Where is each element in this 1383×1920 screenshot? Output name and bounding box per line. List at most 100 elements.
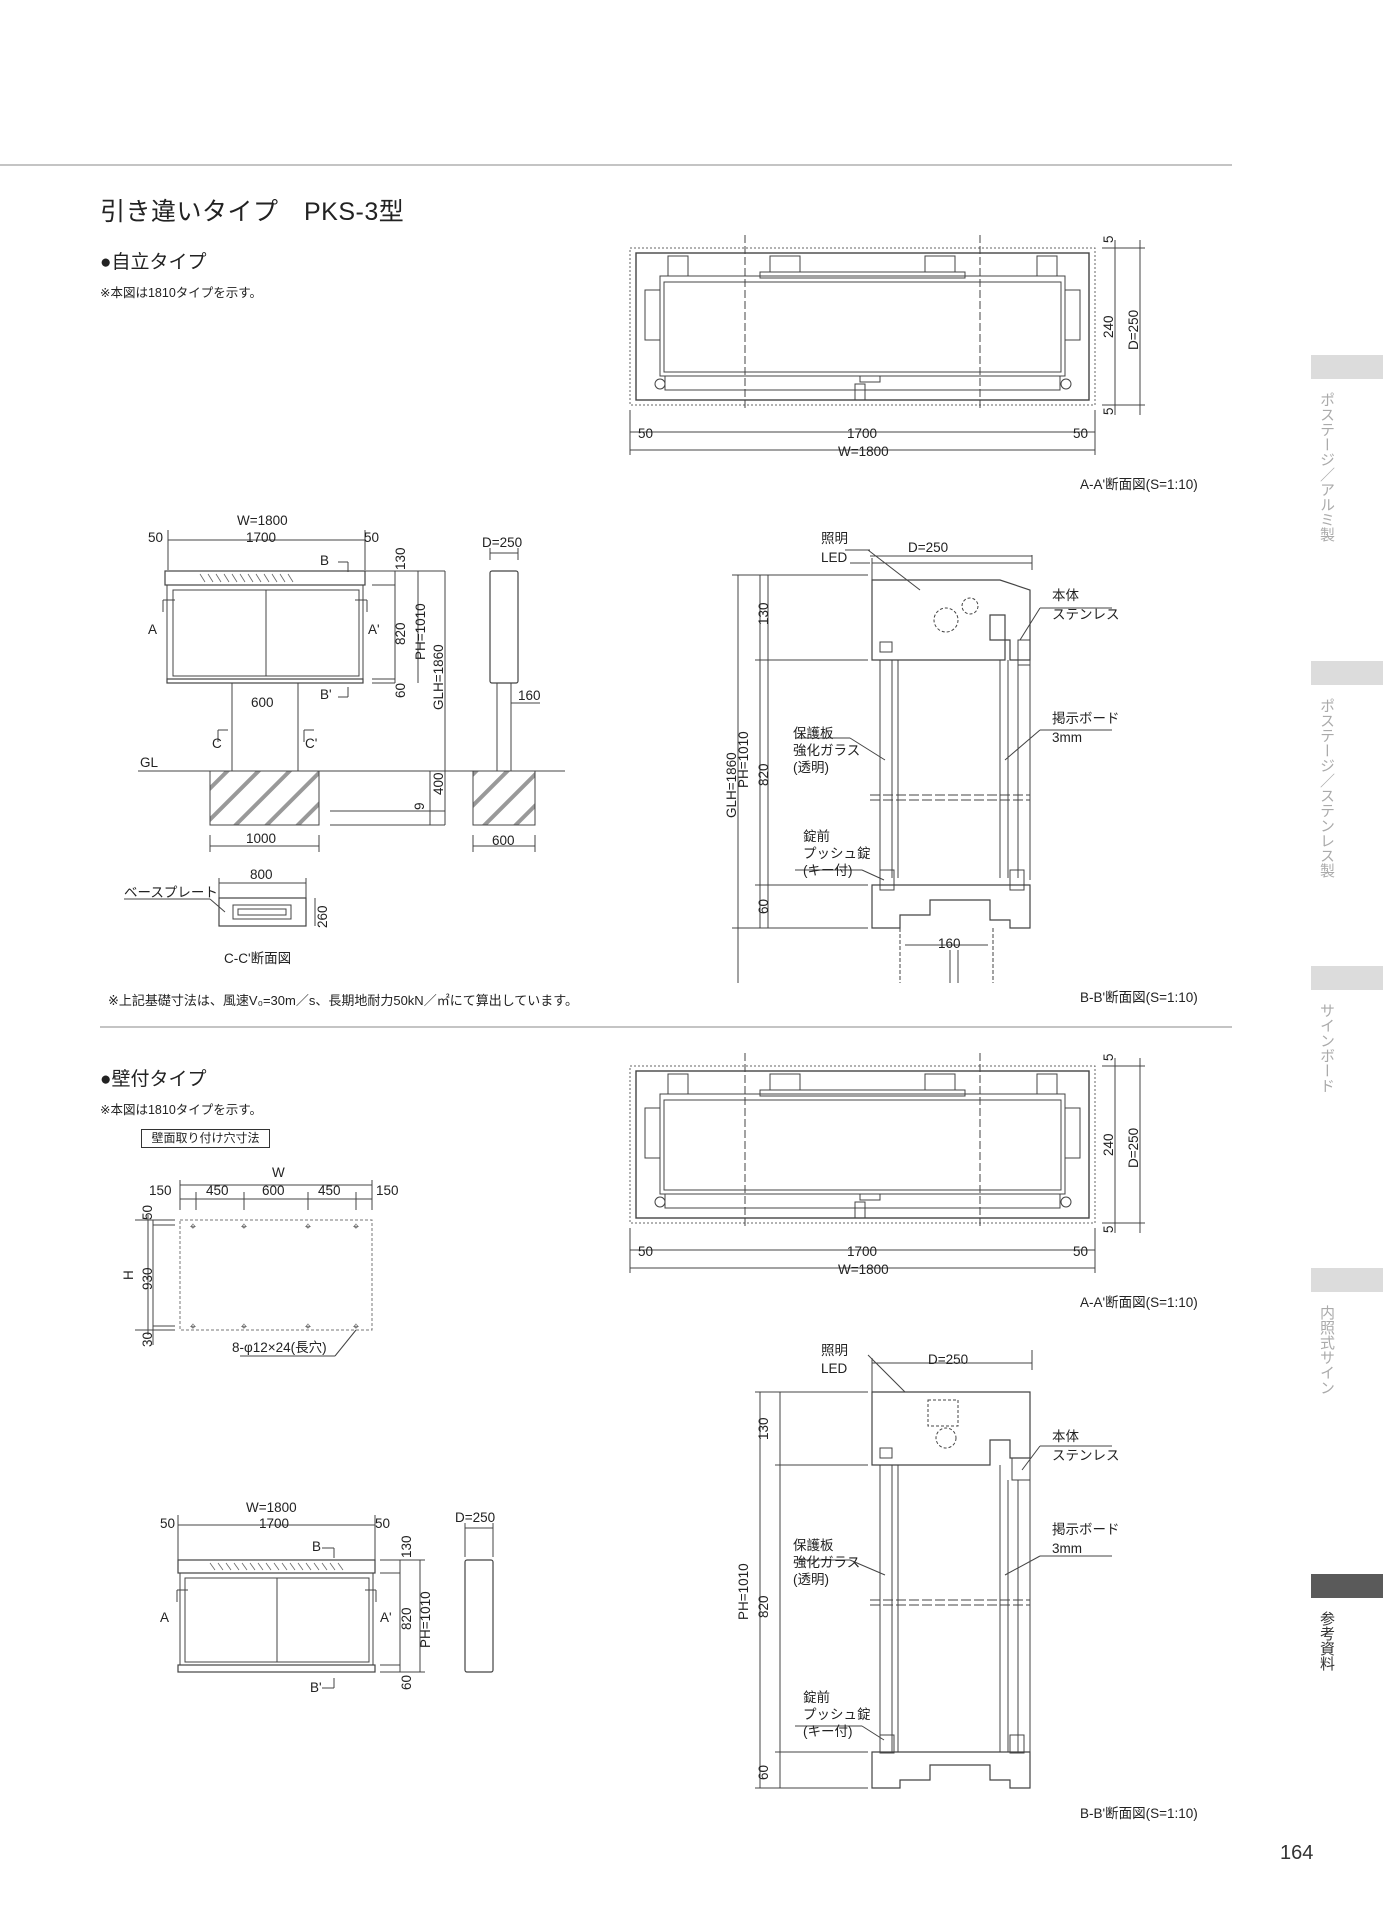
section-freestanding-heading: ●自立タイプ (100, 252, 207, 273)
holes-dim-w: W (272, 1165, 285, 1180)
holes-dim-c4: 450 (318, 1183, 341, 1198)
elev-dim-depth2: 9 (412, 802, 427, 810)
elev-dim-post: 600 (251, 695, 274, 710)
plan-dim-d: D=250 (1126, 310, 1141, 350)
holes-dim-c5: 150 (376, 1183, 399, 1198)
bb2-label-lock-2: プッシュ錠 (803, 1707, 871, 1722)
plan-dim-top: 5 (1101, 235, 1116, 243)
elev-dim-depth: 400 (431, 772, 446, 795)
wall-dim-w: W=1800 (246, 1500, 297, 1515)
plan2-dim-total: W=1800 (838, 1262, 889, 1277)
side-dim-foundation: 600 (492, 833, 515, 848)
side-tab-stainless-label[interactable]: ポステージ／ステンレス製 (1318, 698, 1335, 878)
plan-dim-right: 50 (1073, 426, 1088, 441)
holes-dim-r3: 30 (140, 1332, 155, 1347)
wall-dim-left: 50 (160, 1516, 175, 1531)
bb-label-light-1: 照明 (821, 531, 848, 546)
side-tab-signboard-label[interactable]: サインボード (1318, 1003, 1335, 1093)
elev-dim-ph: PH=1010 (413, 603, 428, 660)
hole-mark-5: ⌖ (190, 1321, 196, 1333)
bb2-label-light-1: 照明 (821, 1343, 848, 1358)
elev-mark-a2: A' (368, 622, 380, 637)
wall-dim-ph: PH=1010 (418, 1591, 433, 1648)
bb2-label-body-1: 本体 (1052, 1429, 1080, 1444)
plan-caption: A-A'断面図(S=1:10) (1080, 477, 1198, 492)
wall-mark-b2: B' (310, 1680, 322, 1695)
wall-dim-mid: 1700 (259, 1516, 289, 1531)
plan2-dim-left: 50 (638, 1244, 653, 1259)
plan2-dim-depth: 240 (1101, 1133, 1116, 1156)
hole-mark-8: ⌖ (353, 1321, 359, 1333)
elev-dim-bottom: 60 (393, 683, 408, 698)
wall-mark-a: A (160, 1610, 169, 1625)
side-tab-reference[interactable] (1311, 1574, 1383, 1598)
plan-dim-bottom: 5 (1101, 407, 1116, 415)
bb2-label-light-2: LED (821, 1361, 848, 1376)
side-tab-reference-label[interactable]: 参考資料 (1318, 1611, 1335, 1671)
section-freestanding-note: ※本図は1810タイプを示す。 (100, 286, 263, 300)
side-tab-illuminated-label[interactable]: 内照式サイン (1318, 1305, 1335, 1395)
bb-dim-glh: GLH=1860 (724, 752, 739, 818)
bb-caption: B-B'断面図(S=1:10) (1080, 990, 1198, 1005)
side-tab-aluminum[interactable] (1311, 355, 1383, 379)
plan-dim-left: 50 (638, 426, 653, 441)
freestanding-side-view (472, 548, 540, 852)
holes-dim-r2: 930 (140, 1267, 155, 1290)
bb-label-lock-3: (キー付) (803, 863, 853, 878)
side-tab-stainless[interactable] (1311, 661, 1383, 685)
elev-dim-body: 820 (393, 622, 408, 645)
elev-dim-right: 50 (364, 530, 379, 545)
bb-label-glass-2: 強化ガラス (793, 743, 860, 758)
bb2-dim-d: D=250 (928, 1352, 968, 1367)
wall-dim-bottom: 60 (399, 1675, 414, 1690)
elev-mark-c: C (212, 736, 222, 751)
bb-label-body-1: 本体 (1052, 588, 1080, 603)
side-tab-signboard[interactable] (1311, 966, 1383, 990)
elev-mark-c2: C' (305, 736, 317, 751)
bb-label-board-1: 掲示ボード (1052, 711, 1120, 726)
wall-hole-box-label: 壁面取り付け穴寸法 (141, 1129, 270, 1148)
wall-elevation (176, 1515, 494, 1689)
cc-dim-width: 800 (250, 867, 273, 882)
bb2-label-glass-2: 強化ガラス (793, 1555, 860, 1570)
bb-dim-d: D=250 (908, 540, 948, 555)
hole-mark-4: ⌖ (353, 1221, 359, 1233)
section-wall-note: ※本図は1810タイプを示す。 (100, 1103, 263, 1117)
bb-label-lock-1: 錠前 (803, 828, 830, 844)
foundation-note: ※上記基礎寸法は、風速V₀=30m／s、長期地耐力50kN／㎡にて算出しています… (108, 993, 578, 1008)
bb-dim-top: 130 (756, 602, 771, 625)
elev-mark-a: A (148, 622, 157, 637)
elev-dim-mid: 1700 (246, 530, 276, 545)
bb2-label-board-2: 3mm (1052, 1541, 1082, 1556)
elev-ground-line: GL (140, 755, 159, 770)
bb2-label-body-2: ステンレス (1052, 1448, 1120, 1463)
elev-dim-glh: GLH=1860 (431, 644, 446, 710)
elev-dim-left: 50 (148, 530, 163, 545)
bb-section-top (732, 549, 1112, 983)
plan-view-bottom (629, 1053, 1145, 1273)
elev-dim-w: W=1800 (237, 513, 288, 528)
bb-label-board-2: 3mm (1052, 730, 1082, 745)
holes-dim-h: H (121, 1270, 136, 1280)
holes-spec: 8-φ12×24(長穴) (232, 1340, 327, 1355)
elev-mark-b: B (320, 553, 329, 568)
elev-dim-foundation: 1000 (246, 831, 276, 846)
wall-dim-right: 50 (375, 1516, 390, 1531)
side-tab-aluminum-label[interactable]: ポステージ／アルミ製 (1318, 392, 1335, 542)
bb-label-light-2: LED (821, 550, 848, 565)
elev-mark-b2: B' (320, 687, 332, 702)
bb-dim-ph: PH=1010 (736, 731, 751, 788)
plan2-dim-mid: 1700 (847, 1244, 877, 1259)
wall-mark-a2: A' (380, 1610, 392, 1625)
wall-hole-diagram (135, 1180, 373, 1357)
bb2-dim-ph: PH=1010 (736, 1563, 751, 1620)
plan-dim-total: W=1800 (838, 444, 889, 459)
cc-dim-height: 260 (315, 905, 330, 928)
section-wall-heading: ●壁付タイプ (100, 1069, 207, 1090)
hole-mark-6: ⌖ (241, 1321, 247, 1333)
holes-dim-c3: 600 (262, 1183, 285, 1198)
bb-label-lock-2: プッシュ錠 (803, 846, 871, 861)
side-tab-illuminated[interactable] (1311, 1268, 1383, 1292)
holes-dim-c2: 450 (206, 1183, 229, 1198)
